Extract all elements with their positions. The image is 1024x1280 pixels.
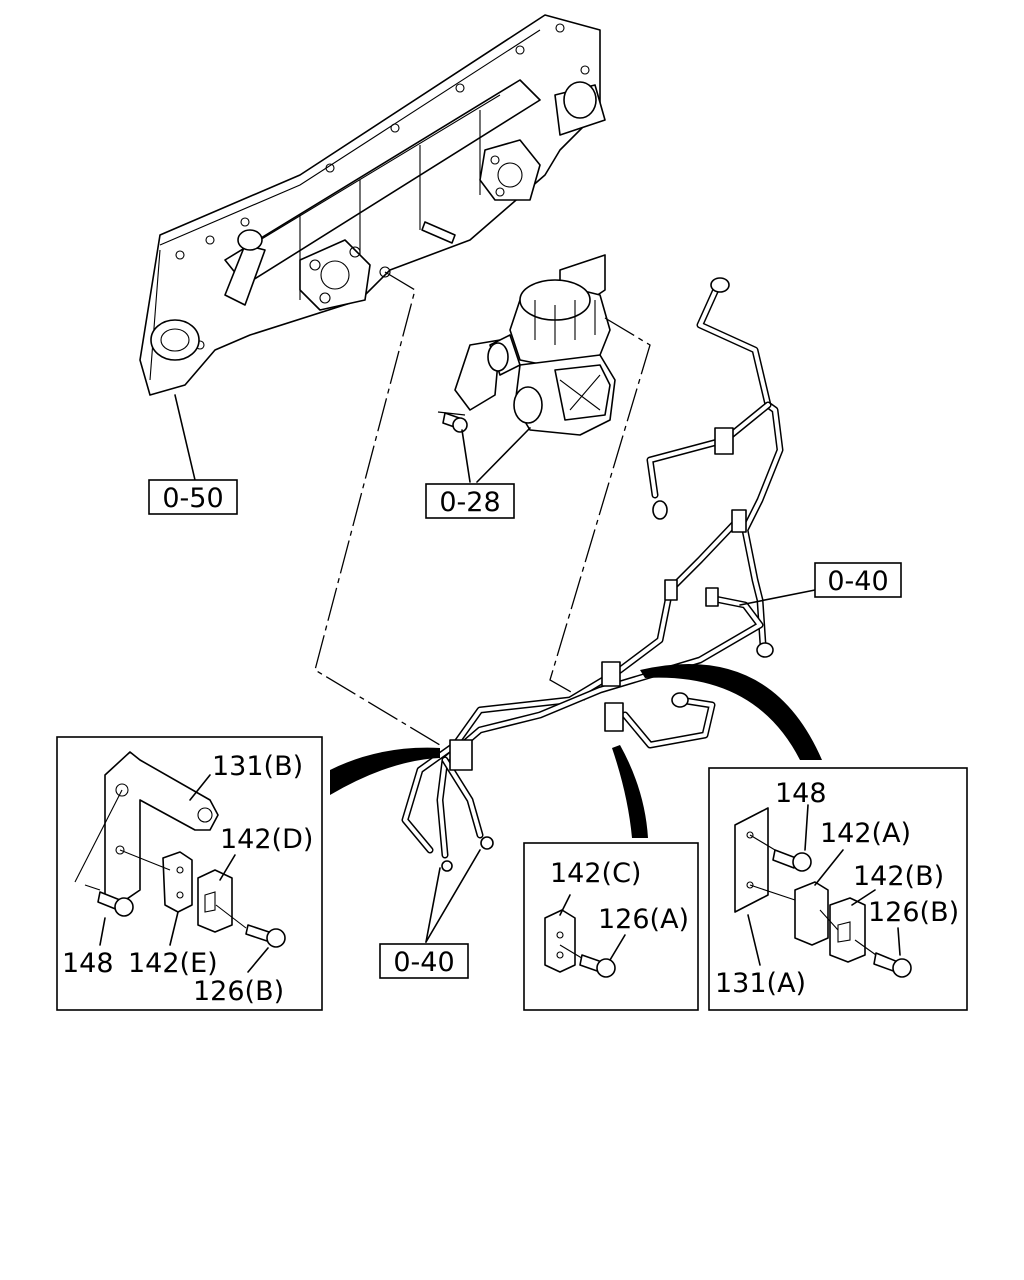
ref-label-0-50: 0-50 — [162, 483, 223, 514]
label-148-left: 148 — [62, 948, 114, 979]
callout-arc-middle — [612, 745, 648, 838]
label-131a: 131(A) — [715, 968, 806, 999]
leader-0-40-bottom-a — [425, 867, 441, 943]
egr-valve — [442, 254, 616, 436]
dash-housing-to-clamp — [314, 271, 441, 746]
ref-label-0-28: 0-28 — [439, 487, 500, 518]
callout-arc-right — [640, 664, 822, 760]
label-142e: 142(E) — [128, 948, 218, 979]
ref-box-0-28: 0-28 — [425, 483, 515, 519]
detail-box-middle: 142(C) 126(A) — [523, 842, 699, 1011]
leader-0-40-bottom-b — [425, 849, 481, 943]
detail-box-right: 148 142(A) 142(B) 126(B) 131(A) — [708, 767, 968, 1011]
dash-egr-to-clamp — [549, 317, 651, 701]
label-142c: 142(C) — [550, 858, 641, 889]
leader-0-28-b — [476, 427, 531, 483]
label-142d: 142(D) — [220, 824, 313, 855]
label-126b-left: 126(B) — [193, 976, 284, 1007]
label-126a: 126(A) — [598, 904, 689, 935]
label-142a: 142(A) — [820, 818, 911, 849]
ref-label-0-40-bottom: 0-40 — [393, 947, 454, 978]
ref-box-0-50: 0-50 — [148, 479, 238, 515]
label-131b-left: 131(B) — [212, 751, 303, 782]
engine-housing — [139, 14, 606, 396]
callout-arc-left — [330, 747, 440, 795]
label-126b-right: 126(B) — [868, 897, 959, 928]
label-142b: 142(B) — [853, 861, 944, 892]
detail-box-left: 131(B) 142(D) 148 142(E) 126(B) — [56, 736, 323, 1011]
ref-label-0-40-top: 0-40 — [827, 566, 888, 597]
dash-egr-bolt — [437, 411, 466, 416]
pipe-assembly — [401, 277, 784, 872]
leader-0-28-a — [461, 429, 471, 483]
ref-box-0-40-top: 0-40 — [814, 562, 902, 598]
ref-box-0-40-bottom: 0-40 — [379, 943, 469, 979]
leader-0-40-top — [739, 589, 816, 606]
leader-0-50 — [174, 394, 196, 481]
label-148-right: 148 — [775, 778, 827, 809]
